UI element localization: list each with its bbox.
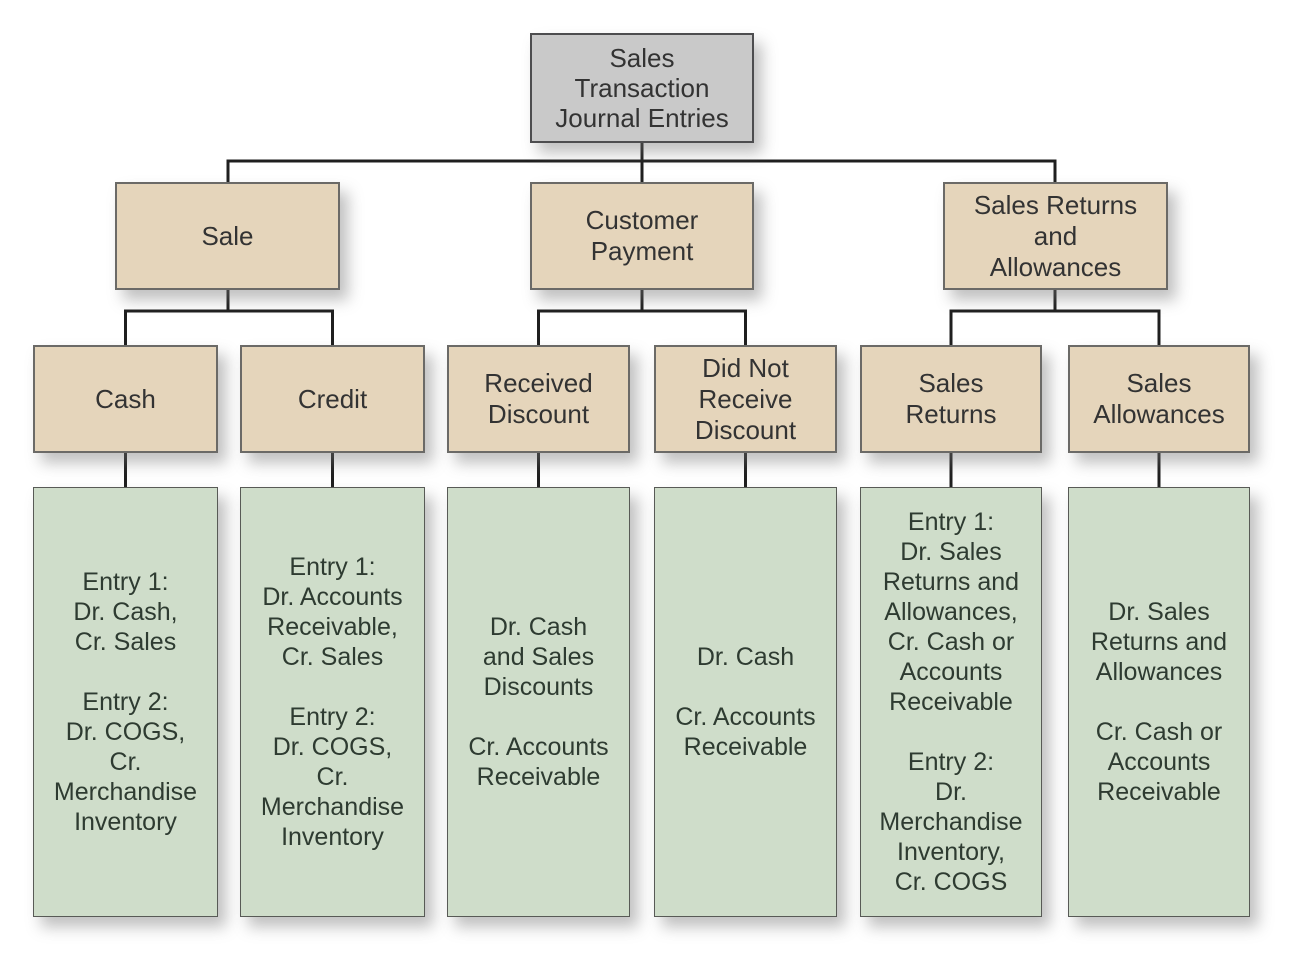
connector-sales-returns-allowances — [949, 288, 1161, 347]
node-box-did-not-receive-discount: Did Not Receive Discount — [654, 345, 837, 453]
root-label: Sales Transaction Journal Entries — [555, 43, 729, 133]
connector-detail-stubs — [124, 451, 1161, 489]
journal-entry-text: Dr. Cash Cr. Accounts Receivable — [675, 643, 816, 761]
detail-box-received-discount-entries: Dr. Cash and Sales Discounts Cr. Account… — [447, 487, 630, 917]
branch-box-sale: Sale — [115, 182, 340, 290]
journal-entry-text: Dr. Cash and Sales Discounts Cr. Account… — [468, 613, 609, 791]
node-label: Sales Returns — [905, 368, 997, 429]
connector-root — [226, 141, 1057, 184]
node-box-sales-allowances: Sales Allowances — [1068, 345, 1250, 453]
node-label: Sales Allowances — [1093, 368, 1225, 429]
detail-box-did-not-receive-discount-entries: Dr. Cash Cr. Accounts Receivable — [654, 487, 837, 917]
detail-box-credit-entries: Entry 1: Dr. Accounts Receivable, Cr. Sa… — [240, 487, 425, 917]
node-label: Cash — [95, 383, 156, 414]
root-box: Sales Transaction Journal Entries — [530, 33, 754, 143]
detail-box-sales-returns-entries: Entry 1: Dr. Sales Returns and Allowance… — [860, 487, 1042, 917]
journal-entry-text: Entry 1: Dr. Accounts Receivable, Cr. Sa… — [260, 553, 405, 851]
journal-entry-text: Entry 1: Dr. Sales Returns and Allowance… — [879, 508, 1023, 896]
connector-customer-payment — [537, 288, 747, 347]
node-label: Did Not Receive Discount — [694, 352, 797, 445]
branch-label: Sales Returns and Allowances — [973, 189, 1138, 282]
node-label: Credit — [297, 383, 368, 414]
node-box-received-discount: Received Discount — [447, 345, 630, 453]
node-label: Received Discount — [484, 368, 593, 429]
journal-entry-text: Dr. Sales Returns and Allowances Cr. Cas… — [1090, 598, 1228, 806]
node-box-sales-returns: Sales Returns — [860, 345, 1042, 453]
branch-label: Customer Payment — [585, 205, 699, 266]
branch-label: Sale — [201, 220, 254, 251]
node-box-credit: Credit — [240, 345, 425, 453]
detail-box-cash-entries: Entry 1: Dr. Cash, Cr. Sales Entry 2: Dr… — [33, 487, 218, 917]
connector-sale — [124, 288, 334, 347]
node-box-cash: Cash — [33, 345, 218, 453]
branch-box-customer-payment: Customer Payment — [530, 182, 754, 290]
journal-entry-text: Entry 1: Dr. Cash, Cr. Sales Entry 2: Dr… — [53, 568, 198, 836]
branch-box-sales-returns-allowances: Sales Returns and Allowances — [943, 182, 1168, 290]
detail-box-sales-allowances-entries: Dr. Sales Returns and Allowances Cr. Cas… — [1068, 487, 1250, 917]
